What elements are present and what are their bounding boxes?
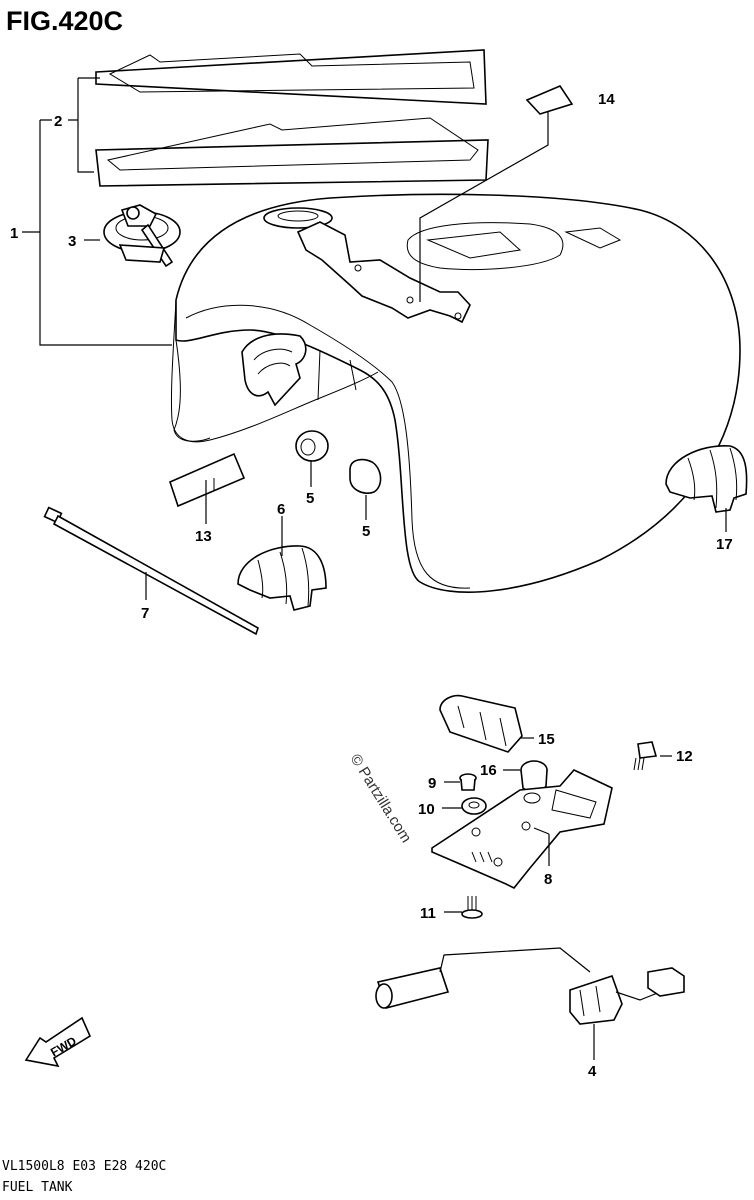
callout-2: 2 xyxy=(54,113,62,130)
part-3-fuel-cap[interactable] xyxy=(103,204,181,268)
footer-model-code: VL1500L8 E03 E28 420C xyxy=(2,1159,166,1174)
callout-9: 9 xyxy=(428,775,436,792)
part-15-rubber-block[interactable] xyxy=(439,694,523,753)
callout-17: 17 xyxy=(716,536,733,553)
part-11-bolt[interactable] xyxy=(461,896,483,919)
part-8-bracket[interactable] xyxy=(431,769,613,890)
part-2-emblem-stickers[interactable] xyxy=(95,49,489,187)
part-5-grommet-b[interactable] xyxy=(349,458,382,494)
callout-3: 3 xyxy=(68,233,76,250)
callout-8: 8 xyxy=(544,871,552,888)
callout-5b: 5 xyxy=(362,523,370,540)
callout-15: 15 xyxy=(538,731,555,748)
callout-10: 10 xyxy=(418,801,435,818)
fwd-arrow-icon: FWD xyxy=(24,1016,92,1068)
callout-16: 16 xyxy=(480,762,497,779)
callout-13: 13 xyxy=(195,528,212,545)
callout-6: 6 xyxy=(277,501,285,518)
part-14-label[interactable] xyxy=(525,85,574,115)
callout-7: 7 xyxy=(141,605,149,622)
callout-11: 11 xyxy=(420,905,436,922)
figure-title: FIG.420C xyxy=(6,6,123,36)
callout-5a: 5 xyxy=(306,490,314,507)
part-5-grommet-a[interactable] xyxy=(295,430,329,462)
callout-1: 1 xyxy=(10,225,18,242)
watermark: © Partzilla.com xyxy=(347,751,415,846)
part-9-collar[interactable] xyxy=(459,773,477,791)
part-10-cushion[interactable] xyxy=(461,797,487,815)
leader-lines xyxy=(22,77,727,1060)
part-17-cushion[interactable] xyxy=(665,445,748,513)
part-12-bolt[interactable] xyxy=(633,741,658,771)
part-7-cable-tie[interactable] xyxy=(43,506,259,636)
part-6-cushion[interactable] xyxy=(237,545,327,611)
footer-section-name: FUEL TANK xyxy=(2,1180,73,1195)
part-1-fuel-tank[interactable] xyxy=(170,193,741,593)
part-4-fuel-level-sensor[interactable] xyxy=(375,947,685,1025)
callout-4: 4 xyxy=(588,1063,597,1080)
part-13-label[interactable] xyxy=(169,452,246,508)
callout-14: 14 xyxy=(598,91,615,108)
part-16-rubber-cap[interactable] xyxy=(520,760,548,794)
callout-12: 12 xyxy=(676,748,693,765)
